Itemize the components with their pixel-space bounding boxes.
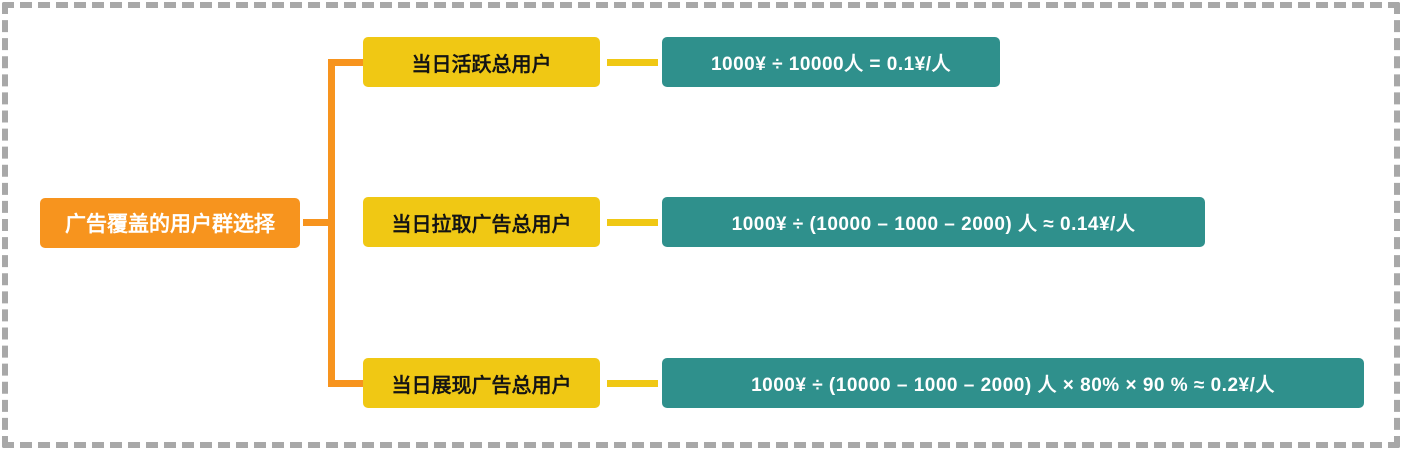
branch-node-daily-ad-display-users[interactable]: 当日展现广告总用户 (363, 358, 600, 408)
root-node-ad-coverage-user-group[interactable]: 广告覆盖的用户群选择 (40, 198, 300, 248)
branch-node-label: 当日拉取广告总用户 (391, 213, 572, 236)
branch-node-label: 当日展现广告总用户 (391, 374, 572, 397)
connector-trunk-to-branch-1 (328, 59, 363, 66)
leaf-node-formula-ad-display-users[interactable]: 1000¥ ÷ (10000 – 1000 – 2000) 人 × 80% × … (662, 358, 1364, 408)
root-node-label: 广告覆盖的用户群选择 (65, 213, 275, 236)
connector-branch2-to-leaf2 (607, 219, 658, 226)
leaf-node-formula-active-users[interactable]: 1000¥ ÷ 10000人 = 0.1¥/人 (662, 37, 1000, 87)
branch-node-daily-active-users[interactable]: 当日活跃总用户 (363, 37, 600, 87)
branch-node-daily-ad-pull-users[interactable]: 当日拉取广告总用户 (363, 197, 600, 247)
connector-trunk (328, 59, 335, 387)
leaf-node-formula: 1000¥ ÷ (10000 – 1000 – 2000) 人 ≈ 0.14¥/… (731, 213, 1136, 235)
connector-trunk-to-branch-3 (328, 380, 363, 387)
connector-root-to-trunk (303, 219, 335, 226)
connector-branch1-to-leaf1 (607, 59, 658, 66)
leaf-node-formula: 1000¥ ÷ 10000人 = 0.1¥/人 (710, 53, 952, 75)
leaf-node-formula: 1000¥ ÷ (10000 – 1000 – 2000) 人 × 80% × … (751, 374, 1275, 396)
connector-branch3-to-leaf3 (607, 380, 658, 387)
leaf-node-formula-ad-pull-users[interactable]: 1000¥ ÷ (10000 – 1000 – 2000) 人 ≈ 0.14¥/… (662, 197, 1205, 247)
branch-node-label: 当日活跃总用户 (411, 53, 552, 76)
